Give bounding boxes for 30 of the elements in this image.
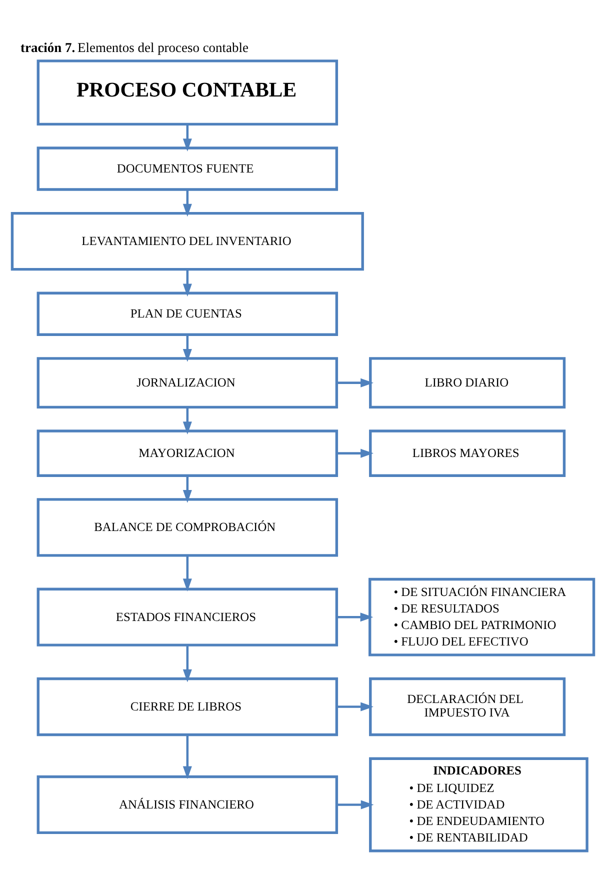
node-box: LIBRO DIARIO [369,357,566,409]
arrow [182,646,192,682]
arrow [182,124,192,152]
arrow [182,476,192,503]
node-box: PLAN DE CUENTAS [36,292,338,336]
arrow [336,800,374,810]
node-box: CIERRE DE LIBROS [36,677,338,736]
node-box: ANÁLISIS FINANCIERO [36,775,338,834]
node-box: INDICADORES • DE LIQUIDEZ • DE ACTIVIDAD • DE ENDEUDAMIENTO • DE RENTABILIDAD [369,757,588,852]
node-box: ESTADOS FINANCIEROS [36,588,338,646]
node-box: BALANCE DE COMPROBACIÓN [36,498,338,557]
diagram-title: tración 7. Elementos del proceso contable [20,40,248,56]
arrow [336,702,374,712]
node-box: • DE SITUACIÓN FINANCIERA • DE RESULTADOS • CAMBIO DEL PATRIMONIO • FLUJO DEL EFECTIVO [368,578,596,656]
arrow [182,555,192,592]
node-box: JORNALIZACION [36,357,338,409]
node-box: DECLARACIÓN DEL IMPUESTO IVA [369,677,566,736]
node-box: DOCUMENTOS FUENTE [36,146,338,191]
node-box: PROCESO CONTABLE [36,60,338,126]
arrow [336,612,374,622]
arrow [182,269,192,297]
node-box: LIBROS MAYORES [369,430,566,477]
arrow [182,190,192,217]
arrow [336,448,374,458]
arrow [182,734,192,780]
arrow [182,334,192,362]
node-box: MAYORIZACION [36,430,338,477]
node-box: LEVANTAMIENTO DEL INVENTARIO [10,212,364,271]
arrow [336,378,374,388]
arrow [182,407,192,434]
